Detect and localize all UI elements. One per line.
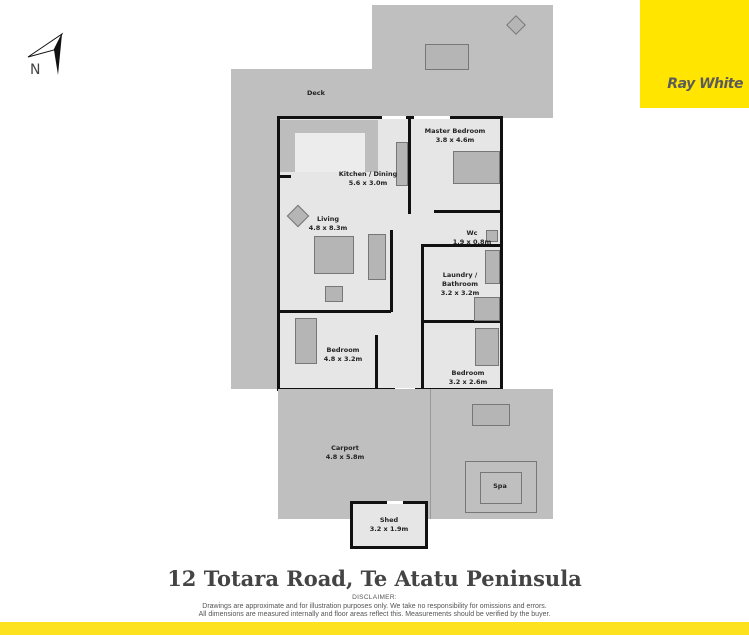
brand-logo-box: Ray White: [640, 0, 749, 108]
property-address: 12 Totara Road, Te Atatu Peninsula: [167, 566, 582, 591]
wall: [277, 116, 280, 391]
footer-bar: [0, 622, 749, 635]
wall: [421, 320, 502, 323]
compass: N: [24, 30, 64, 80]
room-name: Wc: [466, 229, 478, 237]
room-dims: 4.8 x 5.8m: [325, 453, 365, 461]
room-label-wc: Wc 1.9 x 0.8m: [452, 229, 492, 247]
wall: [279, 310, 391, 313]
toilet: [486, 230, 498, 242]
deck-left: [231, 69, 553, 118]
outdoor-table: [425, 44, 469, 70]
room-label-spa: Spa: [485, 482, 515, 491]
room-dims: 3.2 x 1.9m: [369, 525, 409, 533]
bathtub: [485, 250, 500, 284]
room-label-kitchen: Kitchen / Dining 5.6 x 3.0m: [318, 170, 418, 188]
french-door[interactable]: [382, 116, 406, 119]
kitchen-island: [295, 133, 365, 172]
room-dims: 1.9 x 0.8m: [452, 238, 492, 246]
shed-door[interactable]: [387, 501, 403, 504]
disclaimer-heading: DISCLAIMER:: [352, 594, 397, 601]
wall: [421, 244, 502, 247]
wall: [408, 118, 411, 214]
brand-name: Ray White: [667, 76, 743, 92]
room-name-1: Laundry /: [442, 271, 478, 279]
room-label-shed: Shed 3.2 x 1.9m: [364, 516, 414, 534]
room-name: Spa: [493, 482, 507, 490]
sofa: [368, 234, 386, 280]
carport: [278, 389, 430, 519]
room-dims: 3.2 x 2.6m: [448, 378, 488, 386]
wall: [279, 175, 291, 178]
room-label-living: Living 4.8 x 8.3m: [303, 215, 353, 233]
wall: [421, 244, 424, 390]
single-bed: [475, 328, 499, 366]
room-name: Carport: [331, 444, 359, 452]
spa: [465, 461, 537, 513]
wall: [434, 210, 502, 213]
room-dims: 4.8 x 8.3m: [308, 224, 348, 232]
room-label-deck: Deck: [307, 89, 325, 98]
room-dims: 3.2 x 3.2m: [440, 289, 480, 297]
room-name: Kitchen / Dining: [338, 170, 398, 178]
room-dims: 5.6 x 3.0m: [348, 179, 388, 187]
room-dims: 3.8 x 4.6m: [435, 136, 475, 144]
room-label-laundry: Laundry / Bathroom 3.2 x 3.2m: [435, 271, 485, 298]
patio-table: [472, 404, 510, 426]
room-name: Bedroom: [451, 369, 485, 377]
french-door[interactable]: [414, 116, 450, 119]
room-label-master: Master Bedroom 3.8 x 4.6m: [420, 127, 490, 145]
shower: [474, 297, 500, 321]
dining-table: [396, 142, 408, 186]
disclaimer-line-1: Drawings are approximate and for illustr…: [202, 603, 547, 610]
room-name-2: Bathroom: [442, 280, 478, 288]
room-label-bedroom2: Bedroom 3.2 x 2.6m: [443, 369, 493, 387]
room-name: Living: [316, 215, 340, 223]
wall: [500, 116, 503, 391]
armchair: [325, 286, 343, 302]
compass-label: N: [30, 62, 41, 78]
north-arrow-icon: [27, 32, 64, 75]
disclaimer-line-2: All dimensions are measured internally a…: [198, 611, 551, 618]
room-name: Deck: [307, 89, 325, 97]
deck-side: [231, 69, 279, 389]
rug: [314, 236, 354, 274]
wall: [375, 335, 378, 390]
double-bed: [453, 151, 500, 184]
room-name: Shed: [379, 516, 399, 524]
single-bed: [295, 318, 317, 364]
wall: [390, 230, 393, 312]
room-dims: 4.8 x 3.2m: [323, 355, 363, 363]
room-name: Bedroom: [326, 346, 360, 354]
room-label-carport: Carport 4.8 x 5.8m: [320, 444, 370, 462]
spa-deck: [430, 445, 553, 519]
room-label-bedroom1: Bedroom 4.8 x 3.2m: [318, 346, 368, 364]
room-name: Master Bedroom: [424, 127, 486, 135]
